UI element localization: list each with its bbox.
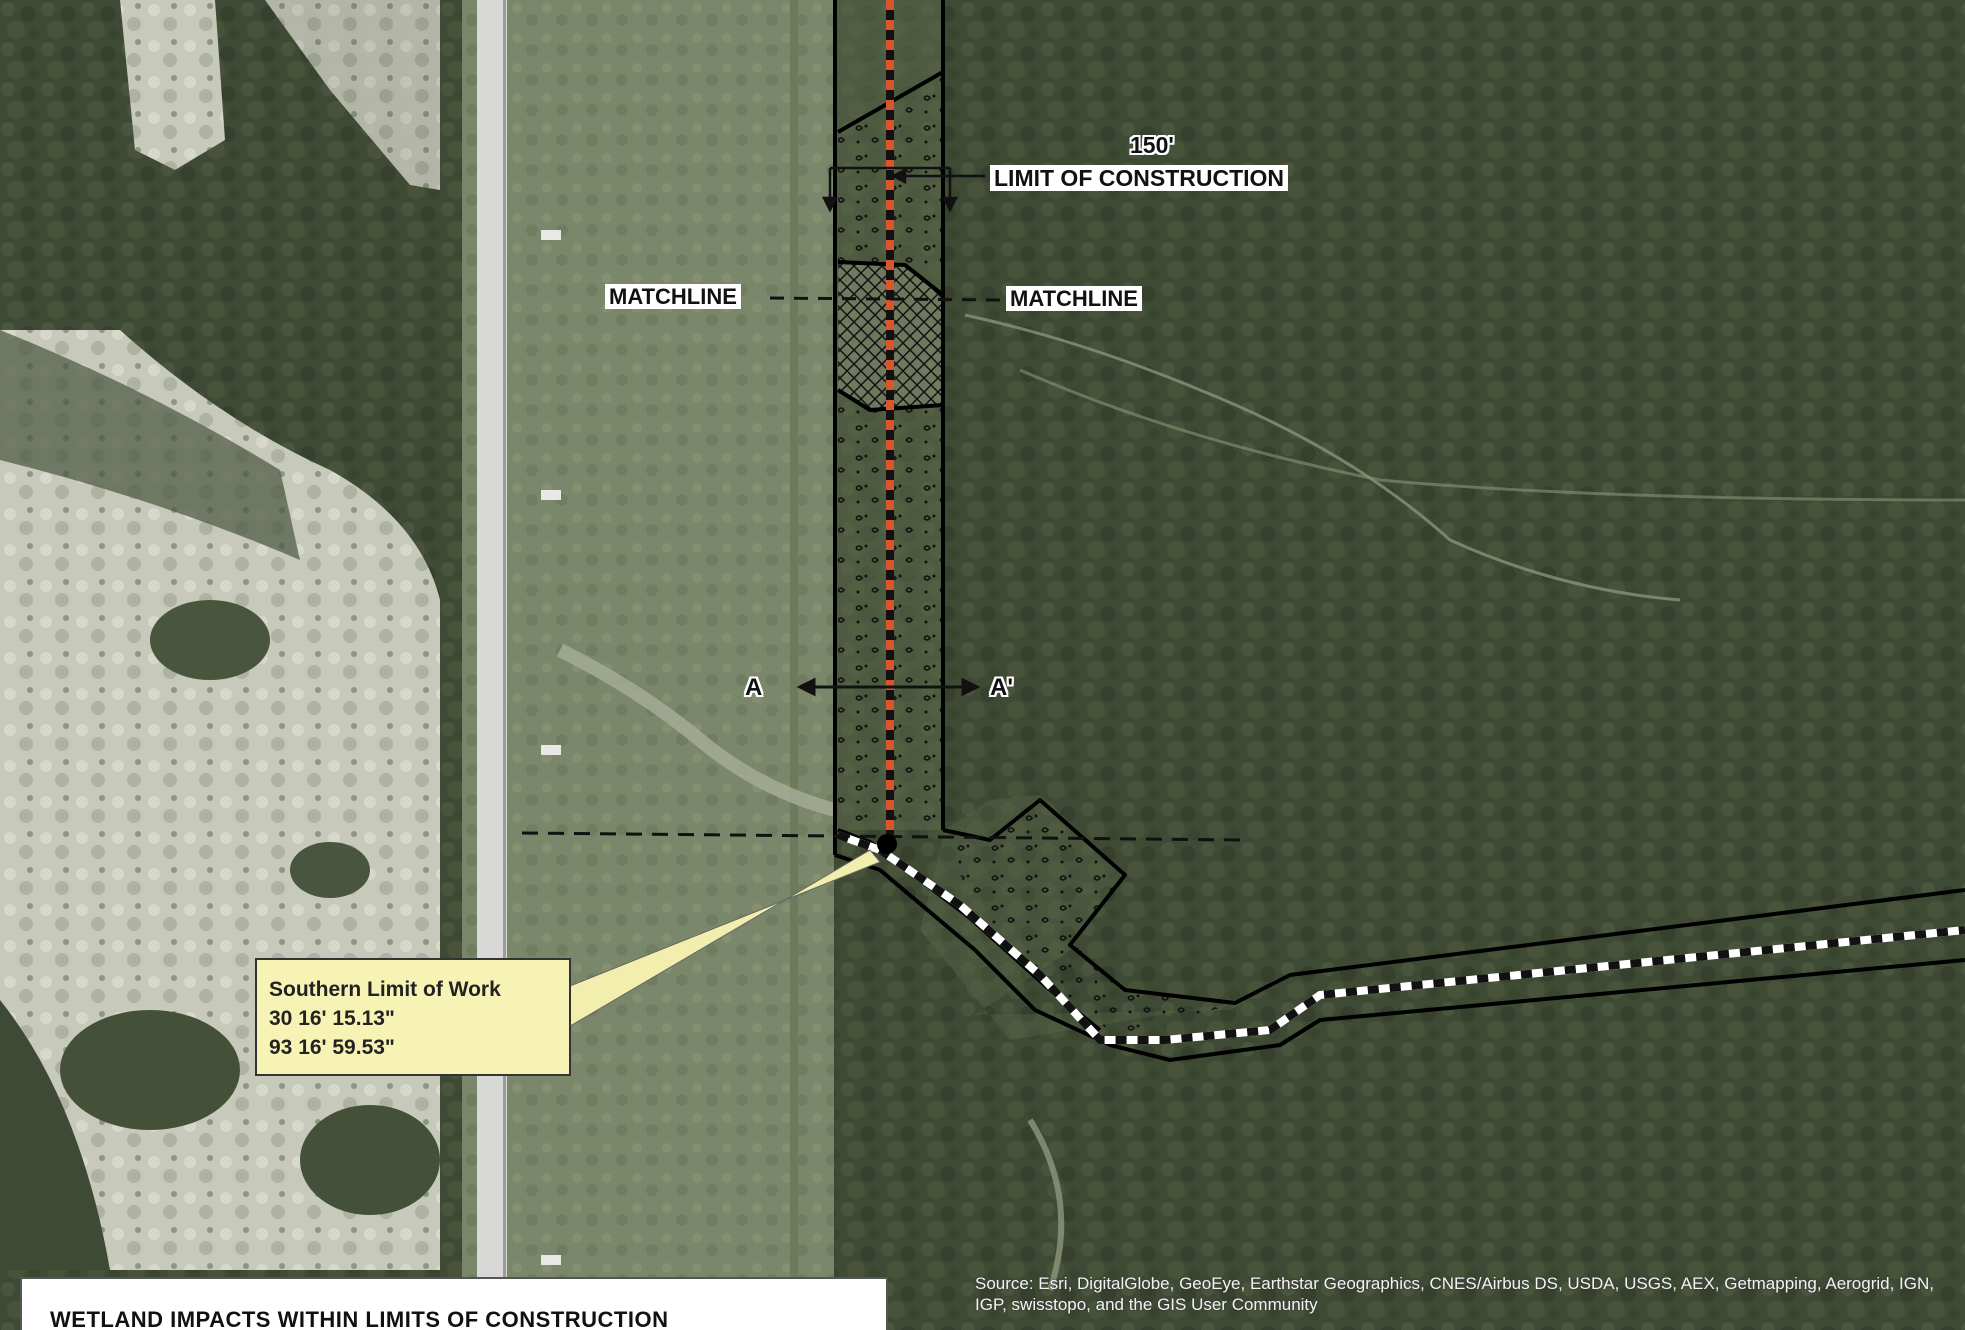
map-title: WETLAND IMPACTS WITHIN LIMITS OF CONSTRU… [50, 1307, 669, 1330]
matchline-label-left: MATCHLINE [605, 284, 741, 310]
source-attribution: Source: Esri, DigitalGlobe, GeoEye, Eart… [975, 1274, 1935, 1314]
southern-limit-callout: Southern Limit of Work 30 16' 15.13" 93 … [255, 958, 571, 1076]
matchline-label-right: MATCHLINE [1006, 286, 1142, 312]
callout-title: Southern Limit of Work [269, 978, 501, 1001]
section-a-label: A [745, 674, 763, 701]
highway [477, 0, 507, 1330]
sandy-clearing-north [120, 0, 225, 170]
limit-point-marker [877, 834, 897, 854]
pipeline-route [836, 831, 1965, 1044]
limit-of-construction-label: LIMIT OF CONSTRUCTION [990, 165, 1289, 192]
width-label: 150' [1130, 132, 1174, 158]
map-title-box: WETLAND IMPACTS WITHIN LIMITS OF CONSTRU… [20, 1277, 888, 1330]
southern-limit-line [521, 831, 1246, 842]
sandy-clearing-ne [265, 0, 440, 190]
trail [556, 643, 837, 817]
callout-longitude: 93 16' 59.53" [269, 1036, 395, 1059]
callout-latitude: 30 16' 15.13" [269, 1007, 395, 1030]
section-a-prime-label: A' [990, 674, 1014, 701]
